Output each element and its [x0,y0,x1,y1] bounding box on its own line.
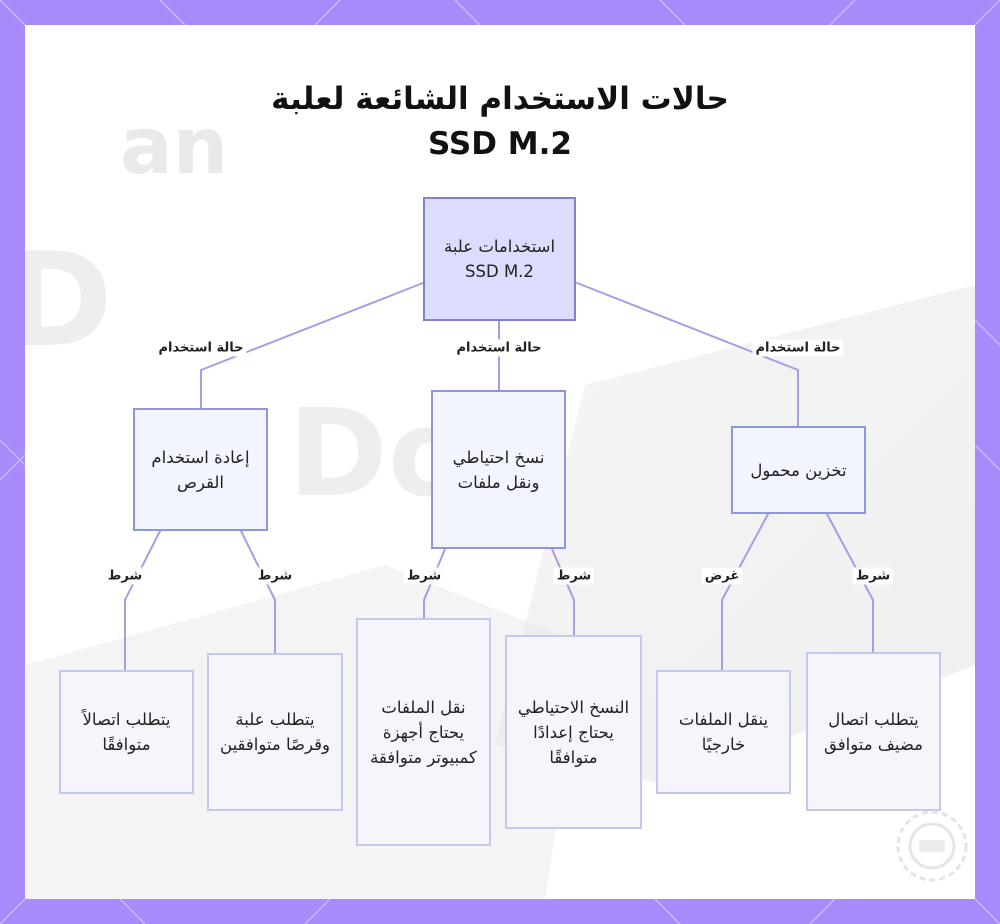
edge-portable-a [721,513,769,671]
edge-label-purpose: غرض [701,567,743,585]
node-backup-transfer: نقل الملفات يحتاج أجهزة كمبيوتر متوافقة [356,618,491,846]
node-reuse-compatible: يتطلب علبة وقرصًا متوافقين [207,653,343,811]
connector-edges [124,282,874,671]
edge-label-condition: شرط [104,567,146,585]
edge-reuse-b [240,530,276,654]
edge-label-condition: شرط [553,567,595,585]
edge-label-condition: شرط [254,567,296,585]
edge-label-use-case: حالة استخدام [752,339,844,357]
edge-portable-b [826,513,874,653]
node-backup: نسخ احتياطي ونقل ملفات [431,390,566,549]
title-line-1: حالات الاستخدام الشائعة لعلبة [271,81,729,117]
logo-icon [896,810,968,882]
svg-text:an: an [120,102,228,192]
node-reuse: إعادة استخدام القرص [133,408,268,531]
node-root: استخدامات علبة SSD M.2 [423,197,576,321]
node-reuse-connection: يتطلب اتصالاً متوافقًا [59,670,194,794]
edge-label-use-case: حالة استخدام [453,339,545,357]
diagram-title: حالات الاستخدام الشائعة لعلبة SSD M.2 [25,77,975,167]
node-portable-host: يتطلب اتصال مضيف متوافق [806,652,941,811]
edge-root-reuse [200,282,424,409]
edge-root-portable [576,282,799,427]
edge-reuse-a [124,530,161,671]
edge-backup-a [423,548,446,619]
svg-text:D: D [25,224,113,376]
diagram-panel: an D e Do? حالات الاستخدام الشائعة لعلبة… [25,25,975,899]
node-backup-setup: النسخ الاحتياطي يحتاج إعدادًا متوافقًا [505,635,642,829]
edge-label-use-case: حالة استخدام [155,339,247,357]
title-line-2: SSD M.2 [428,126,572,162]
node-portable-transfer: ينقل الملفات خارجيًا [656,670,791,794]
node-portable: تخزين محمول [731,426,866,514]
edge-label-condition: شرط [852,567,894,585]
edge-backup-b [551,548,575,636]
edge-label-condition: شرط [403,567,445,585]
